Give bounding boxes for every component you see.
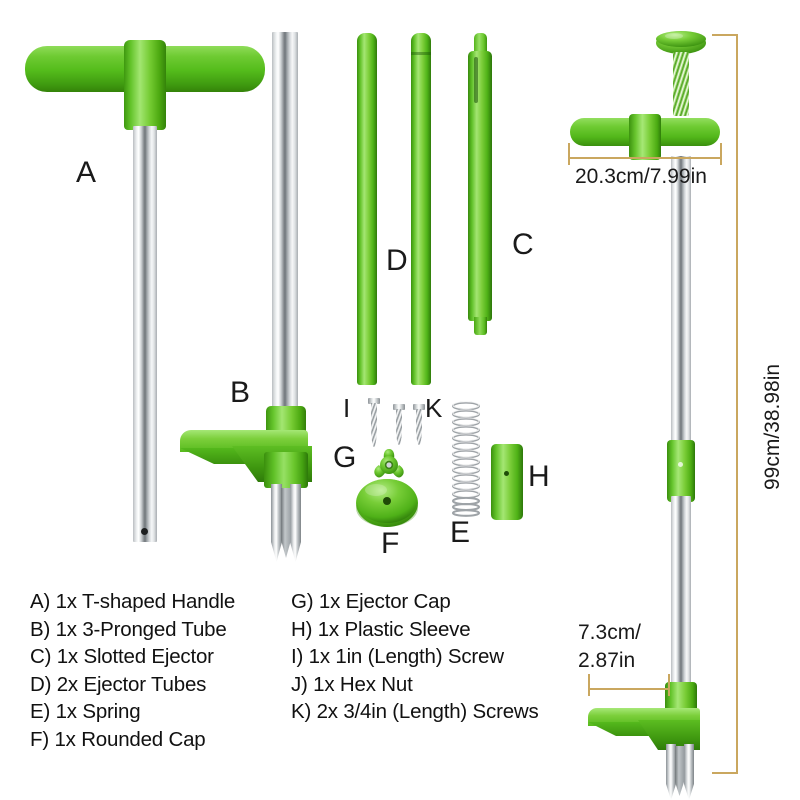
- legend-item-b: B) 1x 3-Pronged Tube: [30, 617, 227, 641]
- part-label-h: H: [528, 460, 550, 493]
- assembled-t-grip: [570, 114, 720, 160]
- legend-item-f: F) 1x Rounded Cap: [30, 727, 206, 751]
- screw-k2-thread: [416, 409, 422, 445]
- slotted-ejector-tip: [474, 33, 487, 55]
- assembled-foot-pedal: [588, 708, 700, 752]
- legend-item-c: C) 1x Slotted Ejector: [30, 645, 214, 669]
- dim-foot-pedal-label-line1: 7.3cm/: [578, 621, 642, 644]
- dim-foot-pedal-tick-right: [668, 674, 670, 696]
- legend-item-h: H) 1x Plastic Sleeve: [291, 617, 471, 641]
- screw-i-thread: [371, 403, 377, 447]
- legend-item-k: K) 2x 3/4in (Length) Screws: [291, 700, 539, 724]
- handle-shaft-hole: [141, 528, 148, 535]
- assembled-top-cap: [655, 30, 707, 56]
- legend-item-j: J) 1x Hex Nut: [291, 672, 413, 696]
- part-label-f: F: [381, 527, 400, 560]
- part-d-tube-2-joint: [411, 52, 431, 55]
- legend-item-i: I) 1x 1in (Length) Screw: [291, 645, 504, 669]
- pronged-tube-shaft: [272, 32, 298, 422]
- pronged-tube-base-block: [264, 452, 308, 488]
- part-label-e: E: [450, 516, 471, 549]
- part-label-k: K: [425, 393, 443, 423]
- handle-grip-scallops-left: [25, 82, 137, 100]
- part-label-a: A: [76, 156, 97, 189]
- ejector-cap-icon: [374, 449, 404, 478]
- assembled-sleeve: [667, 440, 695, 502]
- part-b-3-pronged-tube: [176, 32, 316, 562]
- part-k-screw-1: [392, 404, 406, 448]
- pronged-tube-prong-left: [271, 484, 282, 562]
- part-h-sleeve-hole: [504, 471, 509, 476]
- part-i-screw: [367, 398, 381, 450]
- dim-foot-pedal-label-line2: 2.87in: [578, 649, 636, 672]
- part-label-g: G: [333, 441, 357, 474]
- handle-shaft: [133, 126, 157, 542]
- rounded-cap-icon: [356, 479, 418, 527]
- legend-item-e: E) 1x Spring: [30, 700, 141, 724]
- screw-k2-head: [413, 404, 425, 410]
- spring-icon: [451, 401, 481, 517]
- part-c-slotted-ejector: [466, 33, 500, 335]
- slotted-ejector-body: [468, 51, 492, 321]
- dim-handle-width-tick-left: [568, 143, 570, 165]
- slotted-ejector-slot: [474, 57, 478, 103]
- legend-item-d: D) 2x Ejector Tubes: [30, 672, 207, 696]
- dim-handle-width-tick-right: [720, 143, 722, 165]
- assembled-lower-shaft: [671, 496, 691, 694]
- part-label-b: B: [230, 376, 251, 409]
- handle-grip-scallops-right: [153, 82, 265, 100]
- part-k-screw-2: [412, 404, 426, 448]
- assembled-upper-shaft: [671, 156, 691, 448]
- part-f-rounded-cap: [354, 477, 420, 529]
- screw-i-head: [368, 398, 380, 404]
- assembled-prong-center: [675, 746, 684, 796]
- part-a-t-shaped-handle: [20, 32, 270, 542]
- slotted-ejector-bottom-step: [474, 317, 487, 335]
- dim-handle-width-label: 20.3cm/7.99in: [575, 165, 707, 188]
- part-label-d: D: [386, 244, 408, 277]
- assembled-prong-right: [684, 744, 694, 800]
- part-d-ejector-tube-1: [357, 33, 377, 385]
- dim-handle-width-line: [568, 157, 722, 159]
- handle-center-hub: [124, 40, 166, 130]
- assembled-threaded-rod: [673, 52, 689, 116]
- dim-foot-pedal-tick-left: [588, 674, 590, 696]
- pronged-tube-prong-right: [290, 484, 301, 562]
- assembled-sleeve-hole: [678, 462, 683, 467]
- part-h-plastic-sleeve: [491, 444, 523, 520]
- dim-total-length-tick-top: [712, 34, 738, 36]
- legend-item-g: G) 1x Ejector Cap: [291, 590, 451, 613]
- dim-total-length-label: 99cm/38.98in: [761, 363, 784, 490]
- dim-total-length-line: [736, 34, 738, 774]
- assembled-tool: [560, 28, 730, 800]
- assembled-prong-left: [666, 744, 676, 800]
- assembled-cap-icon: [656, 31, 706, 54]
- pronged-tube-prong-center: [281, 488, 291, 558]
- part-d-ejector-tube-2: [411, 33, 431, 385]
- part-e-spring: [446, 400, 486, 520]
- part-label-c: C: [512, 228, 534, 261]
- dim-total-length-tick-bottom: [712, 772, 738, 774]
- legend-item-a: A) 1x T-shaped Handle: [30, 590, 236, 613]
- legend-column-left: A) 1x T-shaped Handle B) 1x 3-Pronged Tu…: [30, 588, 290, 754]
- legend-column-right: G) 1x Ejector Cap H) 1x Plastic Sleeve I…: [291, 588, 576, 726]
- part-g-ejector-cap: [366, 444, 412, 484]
- part-label-i: I: [343, 393, 351, 423]
- screw-k1-head: [393, 404, 405, 410]
- screw-k1-thread: [396, 409, 402, 445]
- dim-foot-pedal-line: [588, 688, 670, 690]
